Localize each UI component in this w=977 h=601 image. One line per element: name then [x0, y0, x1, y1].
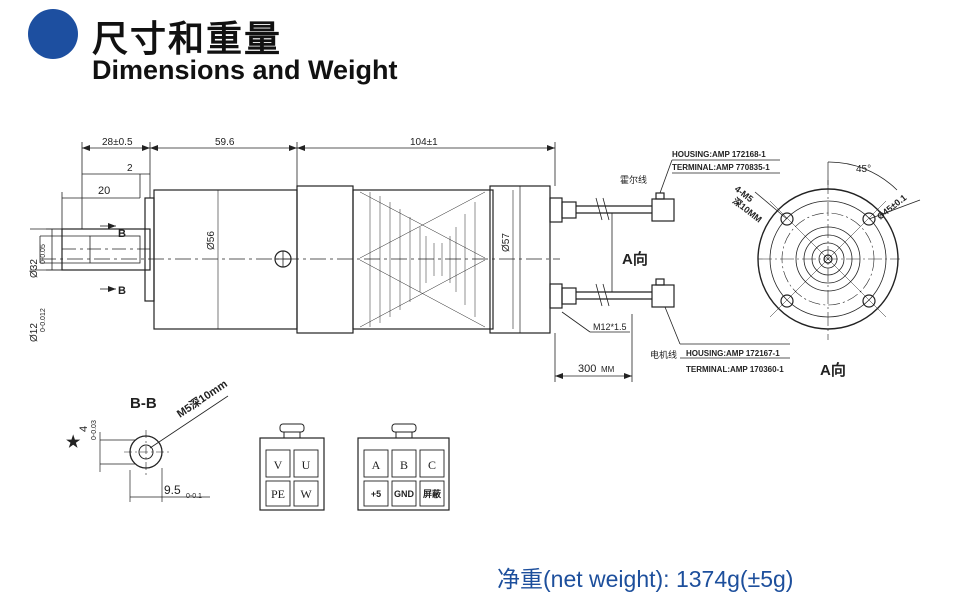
section-bb [99, 395, 229, 502]
hall-pin-gnd: GND [394, 489, 415, 499]
output-shaft [61, 228, 151, 271]
dim-32: Ø32 [29, 259, 40, 278]
motor-plug [651, 284, 675, 308]
key-star-icon: ★ [66, 434, 81, 451]
dim-57: Ø57 [501, 233, 512, 252]
plug-power-diagram [259, 423, 325, 511]
header: 尺寸和重量 Dimensions and Weight [0, 0, 977, 110]
hall-pin-b: B [400, 458, 408, 472]
hall-pin-c: C [428, 458, 436, 472]
motor-cable-gland [549, 283, 563, 309]
page-title-en: Dimensions and Weight [92, 55, 398, 85]
section-key-tol: 0-0.03 [91, 420, 98, 440]
power-pin-v: V [274, 458, 283, 472]
dim-28: 28±0.5 [102, 137, 133, 148]
end-view-label: A向 [820, 361, 846, 379]
hall-cable-label: 霍尔线 [620, 174, 647, 185]
hall-terminal: TERMINAL:AMP 770835-1 [672, 163, 770, 172]
dim-20: 20 [98, 185, 110, 197]
section-bullet-icon [28, 9, 78, 59]
page-title-cn: 尺寸和重量 [92, 19, 283, 60]
section-flat: 9.5 [164, 483, 181, 497]
thread-m12: M12*1.5 [593, 322, 627, 332]
mount-hole-icon [862, 212, 876, 226]
section-bb-title: B-B [130, 395, 157, 412]
hall-cable-gland [549, 197, 563, 223]
cable-length-unit: MM [601, 365, 615, 374]
dim-104: 104±1 [410, 137, 438, 148]
power-pin-u: U [302, 458, 311, 472]
mount-hole-icon [780, 212, 794, 226]
hall-housing: HOUSING:AMP 172168-1 [672, 150, 766, 159]
mount-hole-icon [780, 294, 794, 308]
net-weight-label: 净重(net weight): [497, 566, 670, 592]
motor-body [352, 189, 494, 330]
dim-2: 2 [127, 163, 133, 174]
cable-length: 300 [578, 363, 596, 375]
motor-side-view [40, 185, 675, 334]
hall-pin-a: A [372, 458, 381, 472]
section-flat-tol: 0-0.1 [186, 493, 202, 500]
joint-ring [296, 185, 354, 334]
section-mark-b-upper: B [118, 228, 126, 240]
power-pin-pe: PE [271, 487, 285, 501]
dim-12: Ø12 [29, 323, 40, 342]
shaft-key [89, 235, 141, 264]
mount-hole-icon [862, 294, 876, 308]
dim-59: 59.6 [215, 137, 235, 148]
direction-a-label: A向 [622, 250, 648, 268]
section-key: 4 [78, 426, 90, 432]
hall-pin-plus5: +5 [371, 489, 381, 499]
hall-pin-shield: 屏蔽 [423, 488, 442, 499]
net-weight-value: 1374g(±5g) [675, 566, 794, 592]
end-view [754, 161, 921, 340]
dim-56: Ø56 [206, 231, 217, 250]
motor-cable-label: 电机线 [650, 349, 677, 360]
power-pin-w: W [300, 487, 312, 501]
dim-32-tol: 0-0.05 [40, 244, 47, 264]
dim-12-tol: 0-0.012 [40, 308, 47, 332]
net-weight: 净重(net weight): 1374g(±5g) [497, 560, 793, 594]
end-view-angle: 45° [856, 164, 871, 175]
motor-housing: HOUSING:AMP 172167-1 [686, 349, 780, 358]
motor-terminal: TERMINAL:AMP 170360-1 [686, 365, 784, 374]
hall-plug [651, 198, 675, 222]
section-mark-b-lower: B [118, 285, 126, 297]
plug-hall-diagram [357, 423, 450, 511]
